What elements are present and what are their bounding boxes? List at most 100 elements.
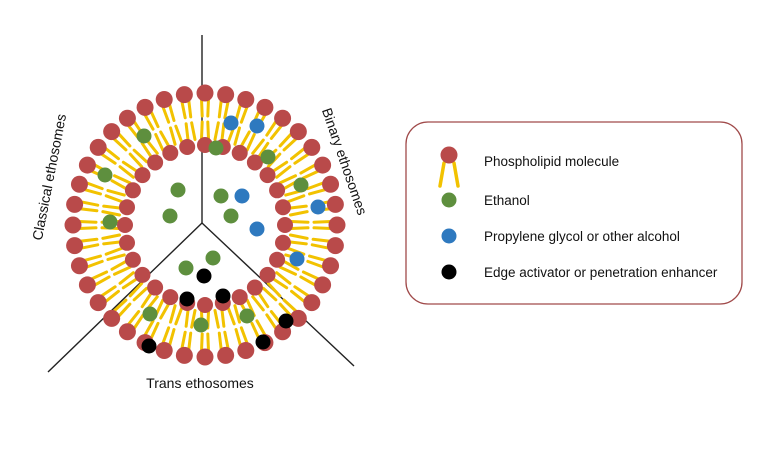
lipid-tail — [299, 275, 318, 287]
lipid-tail — [128, 152, 144, 169]
phospholipid-head — [162, 144, 179, 161]
lipid-tail — [101, 210, 122, 217]
lipid-tail — [290, 146, 307, 161]
phospholipid-head — [217, 346, 235, 364]
lipid-tail — [174, 124, 184, 144]
lipid-tail — [289, 220, 310, 224]
lipid-tail — [132, 313, 145, 331]
lipid-tail — [84, 181, 104, 191]
lipid-tail — [169, 304, 177, 324]
lipid-tail — [167, 102, 176, 122]
ethanol-molecule — [239, 308, 255, 324]
divider-left — [47, 222, 203, 373]
phospholipid-head — [328, 216, 346, 234]
lipid-tail — [132, 286, 149, 302]
lipid-tail — [187, 98, 193, 119]
lipid-tail — [282, 298, 299, 314]
phospholipid-head — [162, 289, 179, 306]
lipid-tail — [306, 181, 326, 191]
ethanol-molecule — [193, 317, 209, 333]
lipid-tail — [99, 285, 117, 298]
lipid-tail — [288, 233, 309, 240]
ethanol-molecule — [293, 177, 309, 193]
phospholipid-head — [196, 348, 214, 366]
phospholipid-head — [326, 195, 344, 213]
lipid-tail — [266, 281, 282, 298]
lipid-tail — [121, 160, 139, 174]
lipid-tail — [161, 326, 171, 346]
lipid-tail — [200, 97, 204, 118]
lipid-tail — [103, 146, 120, 161]
lipid-tail — [126, 310, 141, 327]
edge-activator-molecule — [196, 268, 212, 284]
lipid-tail — [154, 132, 165, 152]
ethanol-molecule — [142, 306, 158, 322]
lipid-tail — [206, 97, 210, 118]
legend-propylene-label: Propylene glycol or other alcohol — [484, 229, 680, 244]
phospholipid-head — [103, 309, 121, 327]
lipid-tail — [112, 174, 132, 185]
lipid-tail — [226, 306, 236, 326]
lipid-tail — [290, 289, 307, 304]
lipid-tail — [78, 207, 99, 213]
phospholipid-head — [118, 323, 136, 341]
phospholipid-head — [326, 237, 344, 255]
lipid-tail — [206, 120, 210, 141]
solvent-molecules — [97, 115, 326, 354]
lipid-tail — [112, 265, 132, 276]
edge-activator-molecule — [215, 288, 231, 304]
lipid-tail — [116, 131, 132, 148]
lipid-tail — [245, 132, 256, 152]
lipid-tail — [190, 121, 197, 142]
phospholipid-head — [136, 98, 154, 116]
lipid-tail — [184, 307, 190, 328]
lipid-tail — [143, 319, 155, 338]
ethanol-molecule — [97, 167, 113, 183]
phospholipid-head — [322, 175, 340, 193]
trans-label: Trans ethosomes — [146, 375, 254, 391]
lipid-tail — [255, 319, 267, 338]
lipid-tail — [174, 306, 184, 326]
phospholipid-legend-icon — [438, 146, 460, 188]
lipid-tail — [250, 321, 261, 341]
phospholipid-head — [314, 156, 332, 174]
lipid-tail — [149, 321, 160, 341]
phospholipid-head — [119, 199, 136, 216]
ethanol-molecule — [208, 140, 224, 156]
lipid-tail — [217, 331, 223, 352]
ethanol-molecule — [162, 208, 178, 224]
lipid-tail — [286, 194, 306, 204]
lipid-tail — [110, 259, 129, 271]
propylene-glycol-molecule — [249, 118, 265, 134]
lipid-tail — [180, 99, 187, 120]
propylene-glycol-molecule — [310, 199, 326, 215]
lipid-tail — [233, 304, 241, 324]
phospholipid-head — [175, 86, 193, 104]
phospholipid-head — [303, 138, 321, 156]
phospholipid-head — [259, 167, 276, 184]
phospholipid-head — [274, 199, 291, 216]
phospholipid-head — [246, 154, 263, 171]
lipid-tail — [278, 174, 298, 185]
phospholipid-head — [231, 144, 248, 161]
phospholipid-head — [196, 84, 214, 102]
lipid-tail — [301, 169, 321, 180]
lipid-tail — [220, 307, 226, 328]
lipid-tail — [233, 126, 241, 146]
lipid-tail — [287, 204, 308, 210]
edge-activator-molecule — [179, 291, 195, 307]
lipid-tail — [275, 271, 292, 285]
edge-activator-molecule — [141, 338, 157, 354]
phospholipid-head — [175, 346, 193, 364]
phospholipid-head — [78, 276, 96, 294]
lipid-tail — [79, 200, 100, 207]
phospholipid-head — [322, 257, 340, 275]
phospholipid-head — [197, 297, 213, 313]
lipid-tail — [128, 281, 144, 298]
phospholipid-head — [155, 342, 173, 360]
lipid-tail — [200, 332, 204, 353]
lipid-tail — [101, 233, 122, 240]
edge-activator-legend-icon — [441, 264, 457, 280]
lipid-tail — [92, 275, 111, 287]
